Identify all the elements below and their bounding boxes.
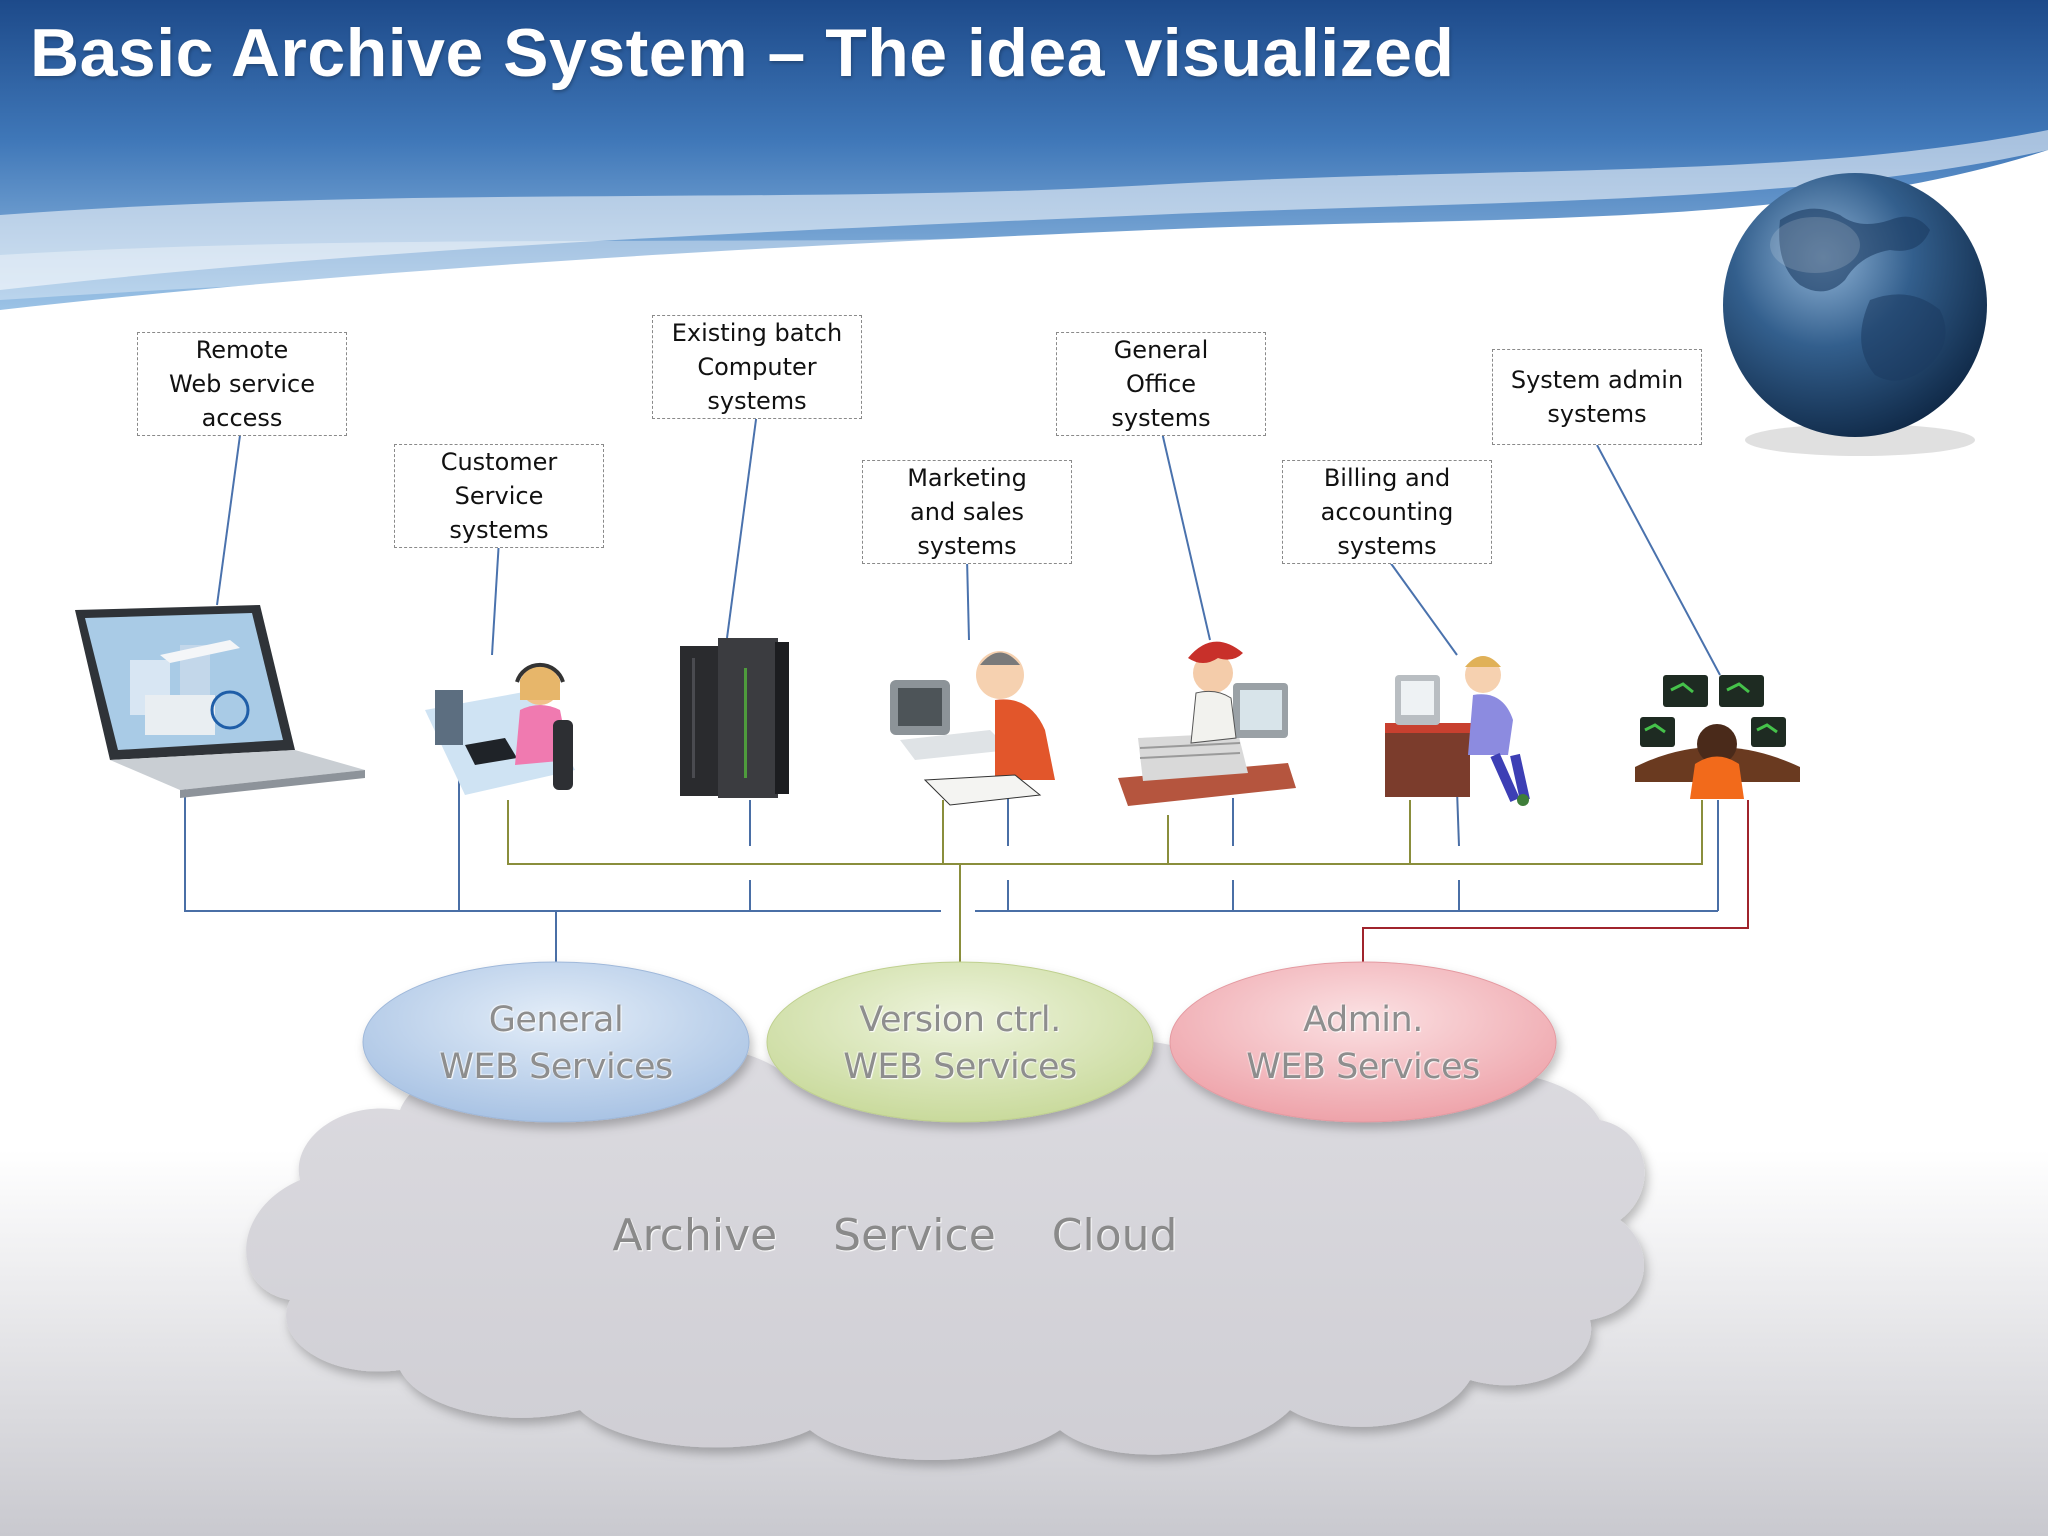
label-line: systems <box>1111 404 1211 432</box>
version-services-label: Version ctrl. WEB Services <box>770 997 1150 1091</box>
service-line: WEB Services <box>843 1047 1077 1087</box>
accountant-at-desk-icon <box>1385 656 1530 806</box>
general-services-ellipse[interactable] <box>362 961 750 1123</box>
archive-cloud-shape <box>246 1040 1645 1460</box>
label-line: systems <box>917 532 1017 560</box>
label-line: General <box>1113 336 1209 364</box>
label-line: accounting <box>1320 498 1454 526</box>
label-line: Billing and <box>1323 464 1451 492</box>
label-line: systems <box>1337 532 1437 560</box>
admin-services-label: Admin. WEB Services <box>1173 997 1553 1091</box>
label-line: systems <box>707 387 807 415</box>
label-line: Computer <box>697 353 817 381</box>
archive-cloud-label: Archive Service Cloud <box>612 1210 1178 1261</box>
label-line: Office <box>1125 370 1197 398</box>
connector-lines <box>184 411 1749 962</box>
label-line: Marketing <box>907 464 1027 492</box>
service-line: WEB Services <box>439 1047 673 1087</box>
slide-title: Basic Archive System – The idea visualiz… <box>30 15 1455 91</box>
general-services-label: General WEB Services <box>366 997 746 1091</box>
label-line: Customer <box>440 448 558 476</box>
version-services-ellipse[interactable] <box>766 961 1154 1123</box>
label-billing-accounting: Billing and accounting systems <box>1282 460 1492 564</box>
label-general-office: General Office systems <box>1056 332 1266 436</box>
service-line: Version ctrl. <box>859 1000 1061 1040</box>
version-services-bus <box>507 800 1703 962</box>
label-line: access <box>201 404 283 432</box>
label-batch-computer: Existing batch Computer systems <box>652 315 862 419</box>
label-system-admin: System admin systems <box>1492 349 1702 445</box>
service-line: WEB Services <box>1246 1047 1480 1087</box>
laptop-icon <box>75 605 365 798</box>
label-line: System admin <box>1510 366 1684 394</box>
service-line: Admin. <box>1303 1000 1423 1040</box>
general-services-bus <box>184 780 1719 962</box>
label-line: systems <box>1547 400 1647 428</box>
label-line: Web service <box>169 370 315 398</box>
label-line: systems <box>449 516 549 544</box>
call-center-agent-icon <box>425 662 575 795</box>
label-line: Existing batch <box>671 319 843 347</box>
globe-icon <box>1723 173 1987 456</box>
header-banner <box>0 0 2048 310</box>
label-line: Remote <box>195 336 289 364</box>
admin-services-ellipse[interactable] <box>1169 961 1557 1123</box>
busy-office-worker-icon <box>890 651 1055 806</box>
label-customer-service: Customer Service systems <box>394 444 604 548</box>
label-link-lines <box>216 411 1721 676</box>
label-remote-web-service: Remote Web service access <box>137 332 347 436</box>
server-tower-icon <box>680 638 789 798</box>
admin-services-bus <box>1362 800 1749 962</box>
label-line: Service <box>454 482 544 510</box>
service-line: General <box>488 1000 624 1040</box>
operator-console-icon <box>1635 675 1800 799</box>
label-marketing-sales: Marketing and sales systems <box>862 460 1072 564</box>
paperwork-clerk-icon <box>1118 641 1296 806</box>
label-line: and sales <box>910 498 1024 526</box>
